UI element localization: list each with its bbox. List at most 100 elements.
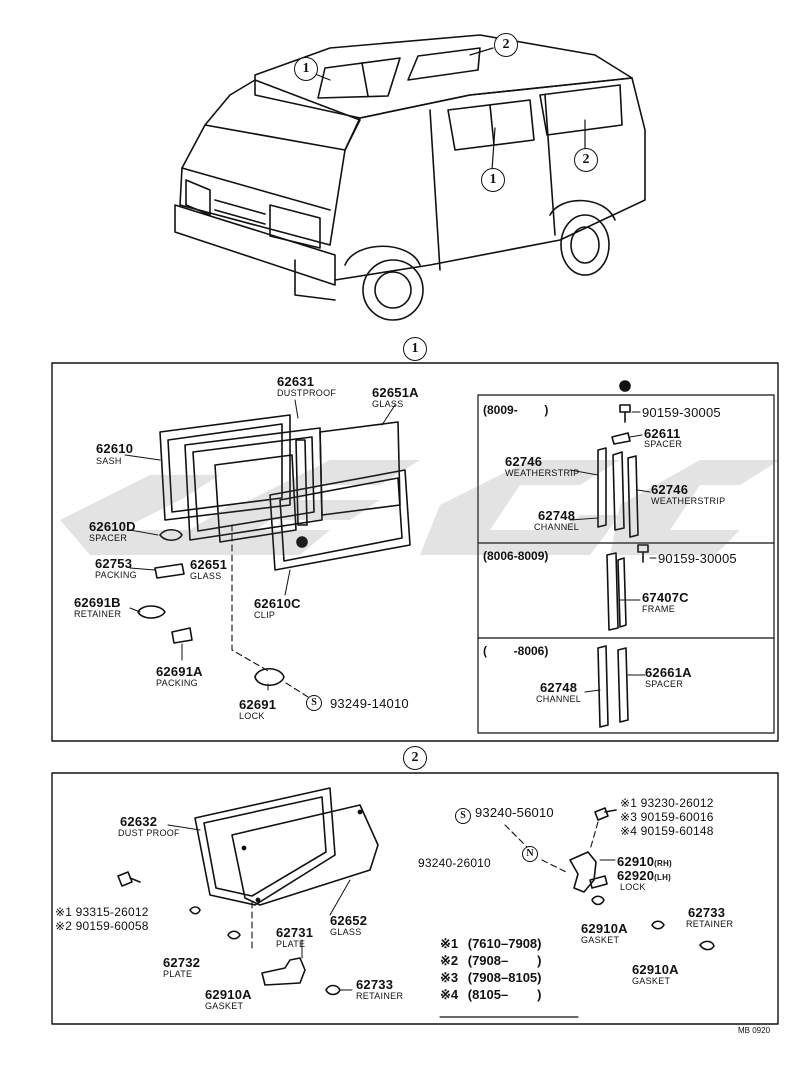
desc-62651: GLASS [190,571,222,581]
label-62651A: 62651A [372,385,419,400]
legend-mark-1: ※1 [440,936,459,951]
label-62652: 62652 [330,913,368,928]
label-s3-90159-60016: ※3 90159-60016 [620,810,714,824]
label-62731: 62731 [276,925,314,940]
label-90159-30005-a: 90159-30005 [642,405,721,420]
label-62733-b: 62733 [688,905,726,920]
label-62631: 62631 [277,374,315,389]
label-62910A-a: 62910A [205,987,252,1002]
section1-heading: 1 [403,337,427,361]
desc-62631: DUSTPROOF [277,388,337,398]
legend-mark-2: ※2 [440,953,459,968]
label-93240-26010: 93240-26010 [418,856,491,870]
label-62910-rh-num: 62910 [617,854,655,869]
legend-range-2: (7908– ) [467,953,542,968]
desc-62753: PACKING [95,570,137,580]
desc-62691B: RETAINER [74,609,122,619]
legend-range-1: (7610–7908) [467,936,542,951]
label-s4-90159-60148: ※4 90159-60148 [620,824,714,838]
section1-right-frame [477,394,775,734]
label-67407C: 67407C [642,590,689,605]
legend-row-4: ※4 (8105– ) [440,988,541,1001]
label-62610C: 62610C [254,596,301,611]
label-62691A: 62691A [156,664,203,679]
range-8009: (8009- ) [483,403,549,417]
label-62691: 62691 [239,697,277,712]
label-62661A: 62661A [645,665,692,680]
desc-62610D: SPACER [89,533,128,543]
label-62920-lh: 62920(LH) [617,869,671,882]
label-lh: (LH) [654,873,671,882]
desc-62746-a: WEATHERSTRIP [505,468,580,478]
desc-62610: SASH [96,456,122,466]
callout-2-roof: 2 [494,33,518,57]
legend-row-1: ※1 (7610–7908) [440,937,541,950]
section1-right-parts [569,380,657,728]
desc-62652: GLASS [330,927,362,937]
callout-2-side: 2 [574,148,598,172]
label-62632: 62632 [120,814,158,829]
label-90159-30005-b: 90159-30005 [658,551,737,566]
legend-row-2: ※2 (7908– ) [440,954,541,967]
label-s1-93230-26012: ※1 93230-26012 [620,796,714,810]
desc-62746-b: WEATHERSTRIP [651,496,726,506]
section2-heading: 2 [403,746,427,770]
callout-s-93249: S [306,695,322,711]
label-s1-93315-26012: ※1 93315-26012 [55,905,149,919]
section1-frame [51,362,779,742]
label-93249-14010: 93249-14010 [330,696,409,711]
desc-62732: PLATE [163,969,193,979]
date-range-legend: ※1 (7610–7908) ※2 (7908– ) ※3 (7908–8105… [440,937,541,1001]
section2-frame [51,772,779,1025]
desc-62610C: CLIP [254,610,276,620]
desc-62733-a: RETAINER [356,991,404,1001]
section2-parts [117,787,715,1018]
desc-62733-b: RETAINER [686,919,734,929]
desc-62748-a: CHANNEL [534,522,580,532]
footer-code: MB 0920 [738,1026,771,1035]
legend-mark-4: ※4 [440,987,459,1002]
label-62753: 62753 [95,556,133,571]
label-rh: (RH) [654,859,672,868]
desc-62661A: SPACER [645,679,684,689]
label-62691B: 62691B [74,595,121,610]
desc-62910A-b: GASKET [581,935,620,945]
desc-67407C: FRAME [642,604,675,614]
label-62733-a: 62733 [356,977,394,992]
label-62910A-c: 62910A [632,962,679,977]
label-62651: 62651 [190,557,228,572]
desc-62731: PLATE [276,939,306,949]
label-62910-rh: 62910(RH) [617,855,672,868]
desc-62632: DUST PROOF [118,828,180,838]
label-62910A-b: 62910A [581,921,628,936]
label-62732: 62732 [163,955,201,970]
desc-62651A: GLASS [372,399,404,409]
legend-range-3: (7908–8105) [467,970,542,985]
label-62746-b: 62746 [651,482,689,497]
label-62920-lh-num: 62920 [617,868,655,883]
range-8006: ( -8006) [483,644,549,658]
callout-1-side: 1 [481,168,505,192]
callout-1-roof: 1 [294,57,318,81]
desc-62748-b: CHANNEL [536,694,582,704]
desc-62910A-a: GASKET [205,1001,244,1011]
label-62746-a: 62746 [505,454,543,469]
section1-left-parts [124,399,411,698]
label-62610: 62610 [96,441,134,456]
label-93240-56010: 93240-56010 [475,805,554,820]
legend-mark-3: ※3 [440,970,459,985]
desc-62910A-c: GASKET [632,976,671,986]
van-illustration [174,34,646,321]
label-62610D: 62610D [89,519,136,534]
label-62748-b: 62748 [540,680,578,695]
desc-lock: LOCK [620,882,646,892]
callout-n: N [522,846,538,862]
callout-s-93240: S [455,808,471,824]
label-62611: 62611 [644,426,681,441]
desc-62691A: PACKING [156,678,198,688]
range-8006-8009: (8006-8009) [483,549,549,563]
legend-range-4: (8105– ) [467,987,542,1002]
label-s2-90159-60058: ※2 90159-60058 [55,919,149,933]
